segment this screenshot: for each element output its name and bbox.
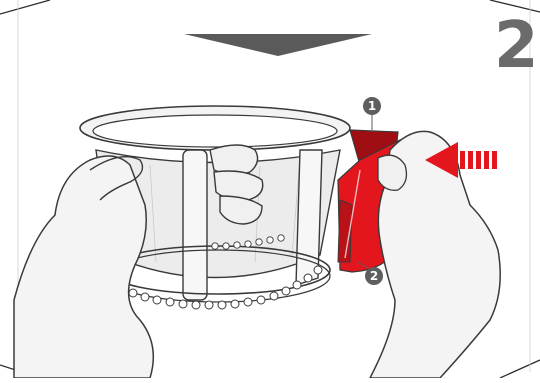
right-thumb [378,155,406,190]
step-number: 2 [494,6,538,86]
left-hand [14,156,153,378]
callout-2: 2 [365,267,383,285]
callout-1: 1 [363,97,381,115]
down-triangle-icon [184,34,372,56]
